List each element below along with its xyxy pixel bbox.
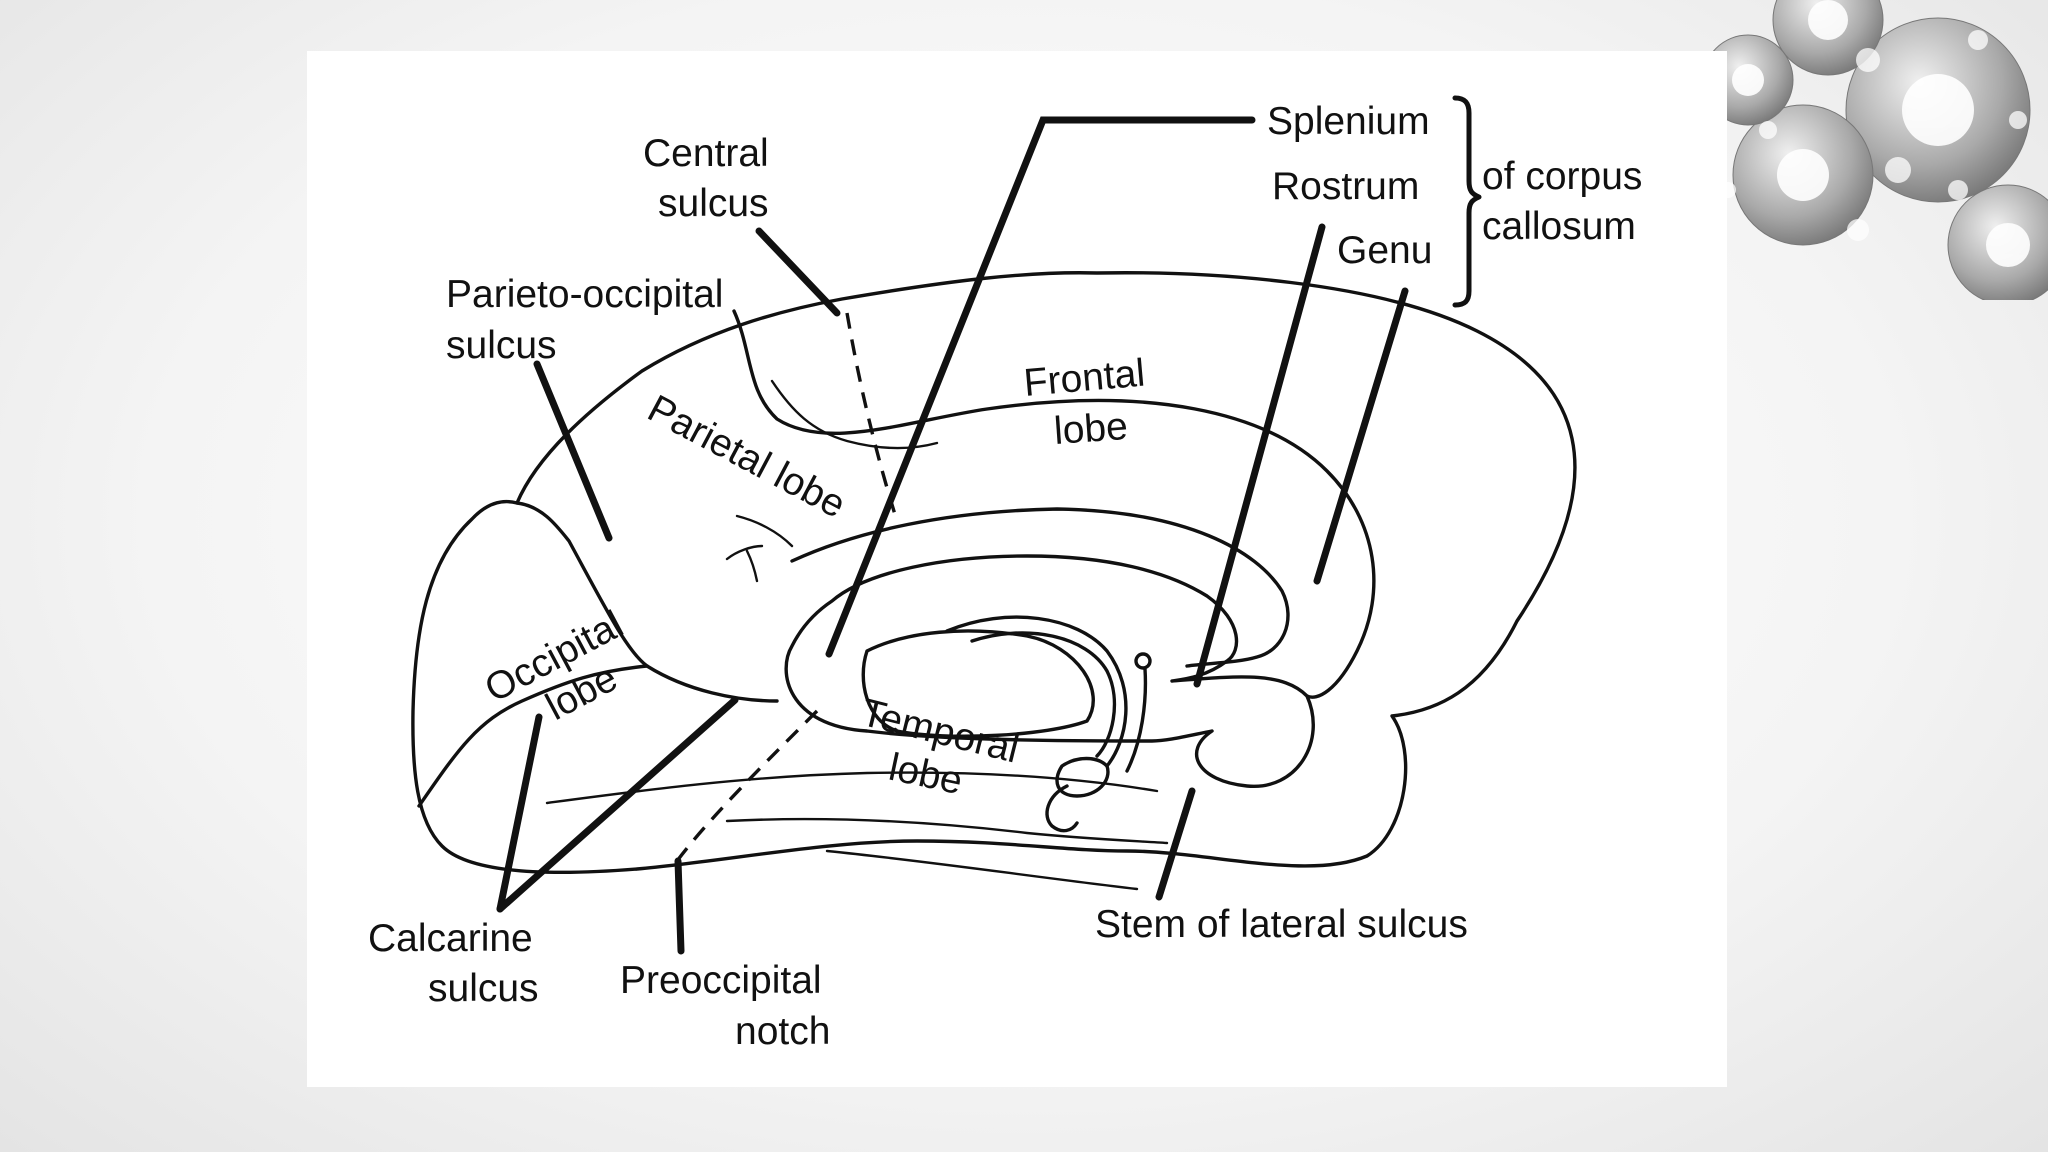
label-parieto-occipital-2: sulcus [446, 324, 557, 367]
preoccipital-dashed [675, 709, 819, 863]
parieto-occipital-ridge [515, 501, 779, 703]
label-calcarine-2: sulcus [428, 967, 539, 1010]
gears-icon [1708, 0, 2048, 300]
label-central-sulcus-1: Central [643, 132, 769, 175]
cingulate-inner [790, 507, 1290, 668]
leader-preoccipital [674, 857, 685, 955]
leader-splenium [825, 116, 1256, 658]
label-frontal-lobe-1: Frontal [1022, 352, 1147, 405]
label-frontal-lobe-2: lobe [1053, 405, 1130, 453]
label-callosum: callosum [1482, 205, 1636, 248]
leader-lateral-sulcus [1155, 787, 1196, 901]
fornix-arc-inner [970, 631, 1116, 758]
uncus [1055, 756, 1110, 798]
leader-parieto-occipital [533, 360, 613, 542]
leader-calcarine-b [496, 696, 739, 913]
label-parieto-occipital-1: Parieto-occipital [446, 273, 723, 316]
label-preoccipital-2: notch [735, 1010, 830, 1053]
label-splenium: Splenium [1267, 100, 1430, 143]
leader-rostrum [1193, 223, 1326, 688]
label-rostrum: Rostrum [1272, 165, 1419, 208]
calcarine-ridge [417, 664, 649, 808]
cingulate-outer [732, 309, 1376, 699]
leader-calcarine-a [496, 713, 543, 913]
small-node [1134, 652, 1152, 670]
leader-genu [1313, 287, 1409, 585]
hemisphere-outline [411, 271, 1577, 875]
fornix-arc-outer [945, 615, 1128, 768]
parietal-marginal-detail [735, 514, 794, 548]
label-preoccipital-1: Preoccipital [620, 959, 822, 1002]
label-parietal-lobe: Parietal lobe [641, 387, 853, 527]
leader-central-sulcus [755, 227, 841, 317]
label-central-sulcus-2: sulcus [658, 182, 769, 225]
central-sulcus-dashed [845, 312, 899, 522]
label-genu: Genu [1337, 229, 1432, 272]
parietal-y-sulcus [725, 544, 764, 583]
splenium-inner [861, 629, 1095, 738]
uncus-hook [1045, 784, 1079, 833]
corpus-callosum-brace [1452, 95, 1482, 308]
label-calcarine-1: Calcarine [368, 917, 533, 960]
brain-medial-surface-diagram: Central sulcus Parieto-occipital sulcus … [368, 95, 1642, 1053]
label-stem-lateral-sulcus: Stem of lateral sulcus [1095, 903, 1468, 946]
small-node-stalk [1125, 667, 1148, 773]
label-of-corpus: of corpus [1482, 155, 1642, 198]
temporal-ridge-3 [825, 849, 1139, 891]
diagram-panel: Central sulcus Parieto-occipital sulcus … [307, 51, 1727, 1087]
corpus-callosum [784, 554, 1315, 788]
temporal-ridge-2 [725, 817, 1169, 845]
